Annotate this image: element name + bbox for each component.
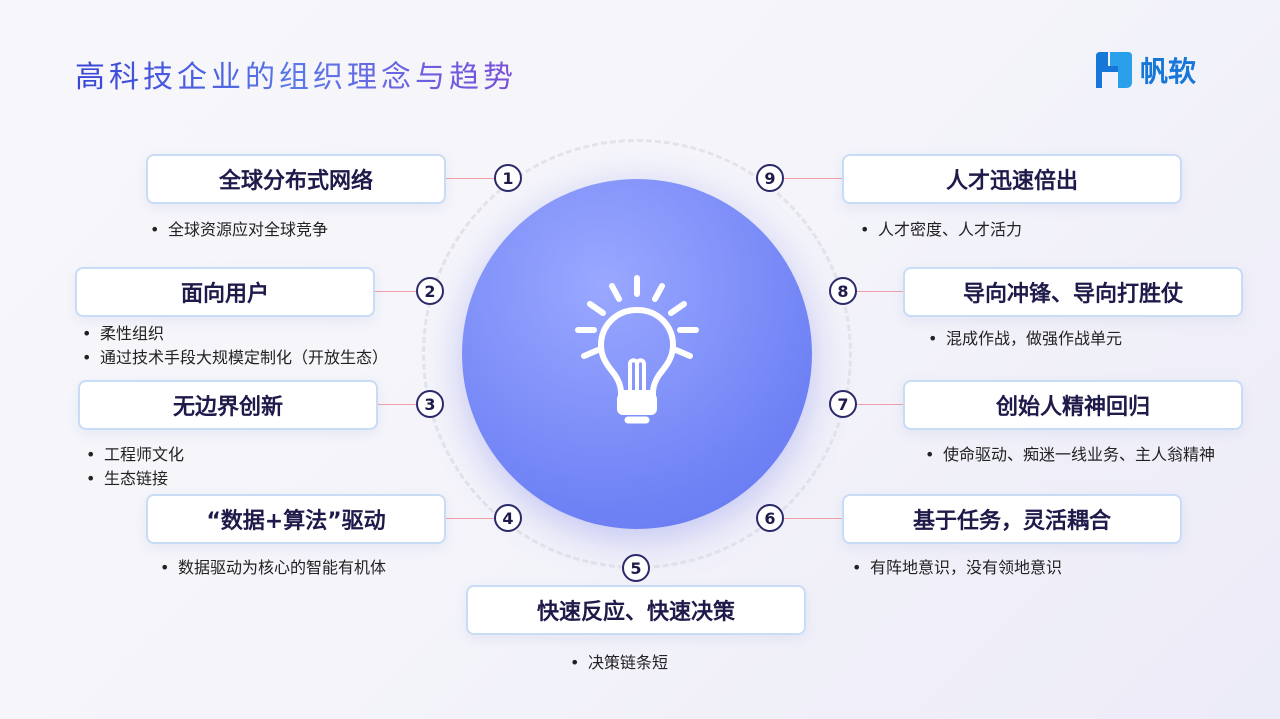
item-number-badge: 4: [494, 504, 522, 532]
item-number-badge: 6: [756, 504, 784, 532]
item-number-badge: 5: [622, 554, 650, 582]
item-card-5: 快速反应、快速决策: [466, 585, 806, 635]
item-bullets: 数据驱动为核心的智能有机体: [160, 556, 386, 580]
item-number: 9: [764, 168, 776, 188]
page-title: 高科技企业的组织理念与趋势: [75, 52, 517, 96]
bullet-item: 生态链接: [86, 467, 184, 491]
connector-line: [857, 291, 903, 292]
bullet-item: 混成作战，做强作战单元: [928, 327, 1122, 351]
item-title: 人才迅速倍出: [945, 169, 1078, 194]
item-title: 全球分布式网络: [218, 169, 373, 194]
connector-line: [378, 404, 416, 405]
item-card-6: 基于任务，灵活耦合: [842, 494, 1182, 544]
item-number-badge: 8: [829, 277, 857, 305]
item-number-badge: 1: [494, 164, 522, 192]
logo: 帆软: [1094, 50, 1196, 90]
item-title: 快速反应、快速决策: [536, 600, 735, 625]
item-card-4: “数据+算法”驱动: [146, 494, 446, 544]
bullet-item: 数据驱动为核心的智能有机体: [160, 556, 386, 580]
lightbulb-icon: [575, 275, 699, 424]
bullet-item: 工程师文化: [86, 443, 184, 467]
item-bullets: 有阵地意识，没有领地意识: [852, 556, 1062, 580]
item-card-1: 全球分布式网络: [146, 154, 446, 204]
item-title: “数据+算法”驱动: [206, 509, 386, 534]
bullet-item: 人才密度、人才活力: [860, 218, 1022, 242]
item-bullets: 混成作战，做强作战单元: [928, 327, 1122, 351]
item-card-8: 导向冲锋、导向打胜仗: [903, 267, 1243, 317]
item-number: 7: [837, 394, 849, 414]
item-bullets: 工程师文化生态链接: [86, 443, 184, 491]
item-number-badge: 3: [416, 390, 444, 418]
item-bullets: 使命驱动、痴迷一线业务、主人翁精神: [925, 443, 1215, 467]
bullet-item: 柔性组织: [82, 322, 388, 346]
connector-line: [375, 291, 416, 292]
item-number: 6: [764, 508, 776, 528]
item-title: 面向用户: [180, 282, 269, 307]
connector-line: [784, 178, 842, 179]
item-bullets: 人才密度、人才活力: [860, 218, 1022, 242]
item-bullets: 全球资源应对全球竞争: [150, 218, 328, 242]
item-card-9: 人才迅速倍出: [842, 154, 1182, 204]
item-number-badge: 7: [829, 390, 857, 418]
center-circle: [462, 179, 812, 529]
item-number: 8: [837, 281, 849, 301]
item-card-2: 面向用户: [75, 267, 375, 317]
connector-line: [857, 404, 903, 405]
bullet-item: 通过技术手段大规模定制化（开放生态）: [82, 346, 388, 370]
item-card-3: 无边界创新: [78, 380, 378, 430]
item-number: 4: [502, 508, 514, 528]
fanruan-logo-icon: [1096, 52, 1132, 88]
bullet-item: 使命驱动、痴迷一线业务、主人翁精神: [925, 443, 1215, 467]
item-title: 创始人精神回归: [995, 395, 1150, 420]
item-bullets: 柔性组织通过技术手段大规模定制化（开放生态）: [82, 322, 388, 370]
item-number-badge: 2: [416, 277, 444, 305]
item-number: 2: [424, 281, 436, 301]
item-card-7: 创始人精神回归: [903, 380, 1243, 430]
bullet-item: 决策链条短: [570, 651, 668, 675]
item-number: 5: [630, 558, 642, 578]
bullet-item: 有阵地意识，没有领地意识: [852, 556, 1062, 580]
item-title: 导向冲锋、导向打胜仗: [962, 282, 1183, 307]
connector-line: [784, 518, 842, 519]
bullet-item: 全球资源应对全球竞争: [150, 218, 328, 242]
item-number: 1: [502, 168, 514, 188]
item-title: 无边界创新: [172, 395, 283, 420]
item-number: 3: [424, 394, 436, 414]
item-number-badge: 9: [756, 164, 784, 192]
item-bullets: 决策链条短: [570, 651, 668, 675]
item-title: 基于任务，灵活耦合: [912, 509, 1111, 534]
connector-line: [446, 178, 494, 179]
connector-line: [446, 518, 494, 519]
logo-text: 帆软: [1140, 55, 1197, 88]
